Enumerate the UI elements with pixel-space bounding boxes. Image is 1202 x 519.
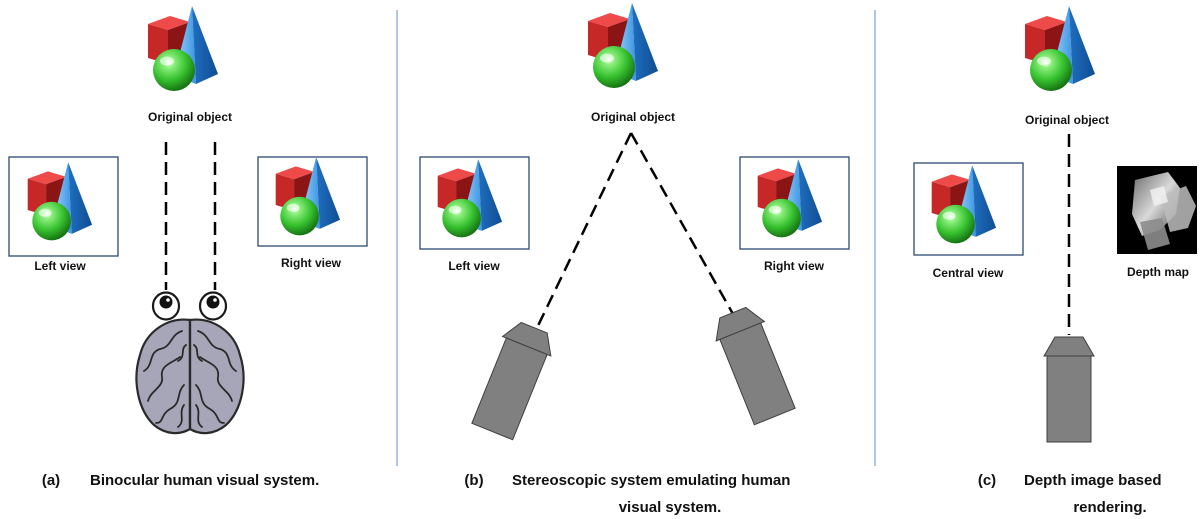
panel-b-caption-line1: Stereoscopic system emulating human xyxy=(512,472,790,489)
right-view-label: Right view xyxy=(281,256,342,270)
panel-b: Original object Left view Right view (b)… xyxy=(419,3,850,516)
panel-c-caption-line2: rendering. xyxy=(1073,499,1146,516)
panel-c-caption-line1: Depth image based xyxy=(1024,472,1162,489)
original-object-label: Original object xyxy=(1025,113,1109,127)
central-view-label: Central view xyxy=(933,266,1004,280)
original-object-label: Original object xyxy=(591,110,675,124)
original-object-icon xyxy=(588,3,658,88)
panel-b-tag: (b) xyxy=(464,472,483,489)
left-view-label: Left view xyxy=(34,259,86,273)
panel-b-caption-line2: visual system. xyxy=(619,499,722,516)
panel-a-caption: Binocular human visual system. xyxy=(90,472,319,489)
original-object-icon xyxy=(1025,6,1095,91)
central-camera-icon xyxy=(1043,336,1095,443)
panel-c-tag: (c) xyxy=(978,472,996,489)
right-view-label: Right view xyxy=(764,259,825,273)
right-camera-icon xyxy=(715,306,796,426)
left-camera-icon xyxy=(471,321,552,441)
left-camera-line xyxy=(533,132,633,333)
eyes-icon xyxy=(151,291,228,321)
left-view-label: Left view xyxy=(448,259,500,273)
panel-c: Original object Central view Depth map (… xyxy=(913,6,1197,516)
brain-icon xyxy=(135,318,245,435)
depth-map-image xyxy=(1117,166,1197,254)
depth-map-label: Depth map xyxy=(1127,265,1189,279)
panel-a: Original object Left view Right view (a)… xyxy=(8,6,368,489)
original-object-icon xyxy=(148,6,218,91)
right-camera-line xyxy=(629,132,744,331)
original-object-label: Original object xyxy=(148,110,232,124)
panel-a-tag: (a) xyxy=(42,472,60,489)
